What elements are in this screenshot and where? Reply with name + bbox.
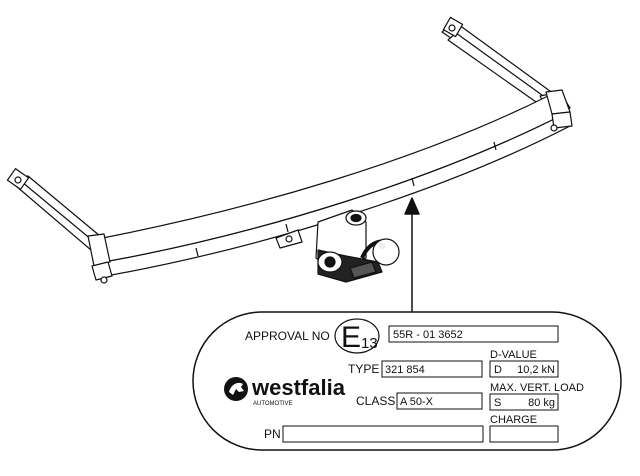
type-box (381, 360, 483, 378)
left-mounting-bracket (6, 168, 113, 257)
approval-label: APPROVAL NO (245, 329, 330, 343)
charge-label: CHARGE (490, 414, 537, 426)
pn-box (282, 425, 484, 443)
class-label: CLASS (356, 394, 395, 408)
dvalue-value: 10,2 kN (517, 364, 555, 376)
type-plate: APPROVAL NO E 13 55R - 01 3652 TYPE 321 … (192, 311, 622, 451)
dvalue-prefix: D (494, 364, 502, 376)
pn-label: PN (264, 427, 281, 441)
westfalia-logo: westfalia AUTOMOTIVE (224, 375, 346, 407)
plate-outline (192, 311, 622, 451)
tow-bar-illustration (6, 16, 573, 312)
approval-value: 55R - 01 3652 (393, 329, 463, 341)
dvalue-box (489, 360, 559, 378)
brand-name: westfalia (251, 375, 346, 400)
load-prefix: S (494, 397, 501, 409)
load-value: 80 kg (528, 397, 555, 409)
class-box (396, 392, 483, 410)
load-label: MAX. VERT. LOAD (490, 382, 584, 394)
e-mark-letter: E (341, 321, 361, 354)
e-mark-number: 13 (361, 335, 378, 352)
dvalue-label: D-VALUE (490, 349, 537, 361)
class-value: A 50-X (400, 396, 434, 408)
pointer-arrow (404, 197, 420, 312)
type-label: TYPE (348, 362, 379, 376)
cross-bar (87, 89, 573, 284)
brand-sub: AUTOMOTIVE (253, 401, 293, 407)
approval-box (388, 325, 559, 343)
charge-box (489, 425, 559, 443)
mounting-plate (275, 229, 303, 249)
e-mark-circle (334, 318, 380, 354)
type-value: 321 854 (385, 364, 425, 376)
ball-coupling (315, 209, 400, 283)
load-box (489, 393, 559, 411)
